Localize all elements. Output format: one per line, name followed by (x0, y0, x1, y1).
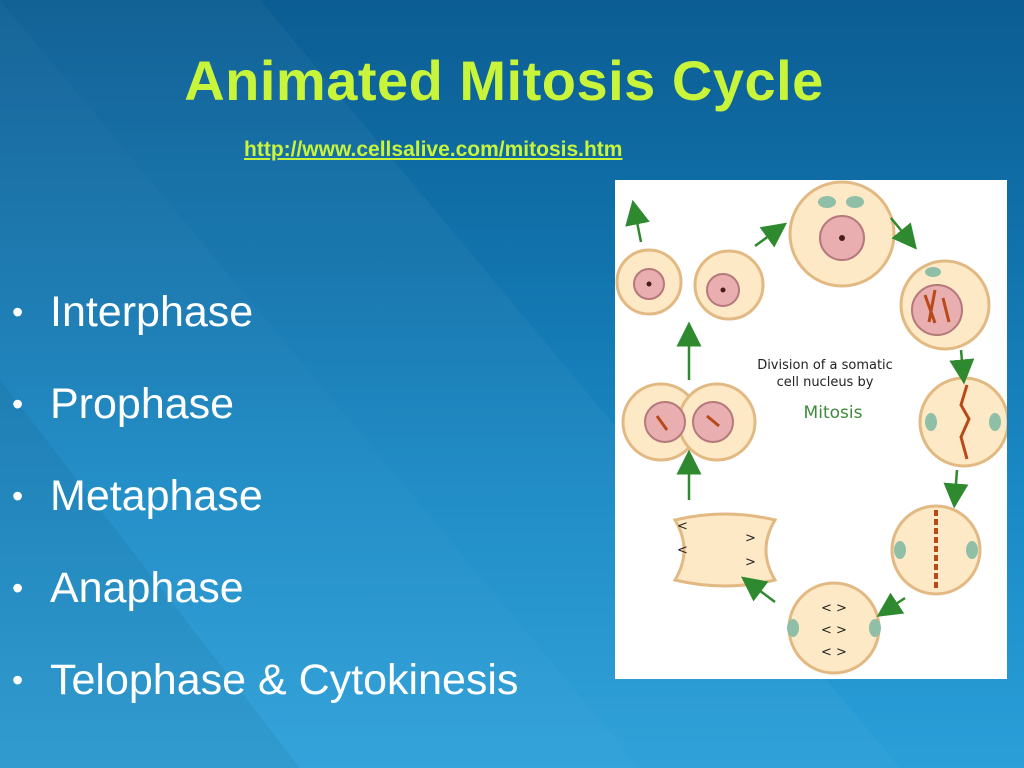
svg-text:< >: < > (821, 645, 847, 660)
caption-mitosis: Mitosis (804, 403, 863, 423)
source-link[interactable]: http://www.cellsalive.com/mitosis.htm (244, 138, 622, 162)
list-item: •Prophase (12, 378, 518, 470)
phase-label: Prophase (50, 380, 234, 428)
slide-title: Animated Mitosis Cycle (0, 48, 1008, 113)
bullet-dot: • (12, 654, 50, 706)
bullet-dot: • (12, 470, 50, 522)
cell-cytokinesis-left (623, 384, 755, 460)
phase-label: Metaphase (50, 472, 263, 520)
svg-text:<: < (677, 519, 688, 534)
svg-text:<: < (677, 543, 688, 558)
caption-line-1: Division of a somatic (757, 358, 893, 373)
cell-anaphase-bottom: < > < > < > (787, 583, 881, 673)
phase-label: Interphase (50, 288, 253, 336)
list-item: •Metaphase (12, 470, 518, 562)
bullet-dot: • (12, 562, 50, 614)
list-item: •Telophase & Cytokinesis (12, 654, 518, 746)
svg-text:< >: < > (821, 623, 847, 638)
phase-label: Anaphase (50, 564, 244, 612)
phase-label: Telophase & Cytokinesis (50, 656, 518, 704)
svg-text:< >: < > (821, 601, 847, 616)
mitosis-cycle-illustration: < > < > < > < < > > (615, 180, 1007, 679)
list-item: •Interphase (12, 286, 518, 378)
caption-line-2: cell nucleus by (777, 375, 874, 390)
cell-daughter-left (617, 250, 681, 314)
cell-metaphase-right (892, 506, 980, 594)
bullet-dot: • (12, 286, 50, 338)
cell-telophase-left: < < > > (675, 514, 775, 586)
svg-text:>: > (745, 555, 756, 570)
cell-daughter-right (695, 251, 763, 319)
cell-prophase-right (901, 261, 989, 349)
cell-prometaphase-right (920, 378, 1007, 466)
svg-text:>: > (745, 531, 756, 546)
mitosis-diagram: < > < > < > < < > > (615, 180, 1007, 679)
cell-interphase-top (790, 182, 894, 286)
list-item: •Anaphase (12, 562, 518, 654)
bullet-dot: • (12, 378, 50, 430)
phase-list: •Interphase •Prophase •Metaphase •Anapha… (12, 286, 518, 746)
